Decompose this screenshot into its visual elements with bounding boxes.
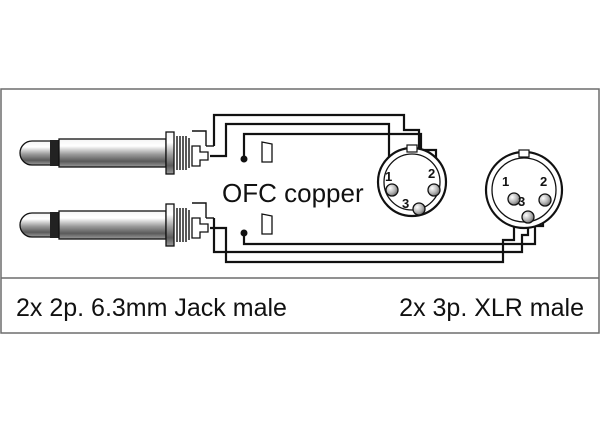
jack-tip-terminal [191, 145, 209, 167]
xlr-pin-2-label: 2 [540, 174, 547, 189]
wire-shield-1 [242, 132, 423, 159]
xlr-pin-3-label: 3 [518, 194, 525, 209]
jack-insulator-ring [50, 140, 59, 166]
xlr-pin-3-label: 3 [402, 196, 409, 211]
jack-thread [176, 208, 190, 242]
wire-jack1-sleeve-to-xlr1-pin3 [212, 113, 421, 192]
xlr-connector-2: 1 2 3 [484, 149, 564, 230]
jack-insulator-ring [50, 212, 59, 238]
xlr-pin-2 [427, 183, 441, 197]
wire-jack1-tip-to-xlr1-pin1 [210, 122, 391, 188]
jack-sleeve-lug [261, 213, 273, 235]
jack-plug-2 [19, 202, 273, 247]
jack-tip [19, 140, 53, 166]
xlr-latch-notch [406, 144, 418, 153]
xlr-pin-1 [385, 183, 399, 197]
jack-thread [176, 136, 190, 170]
xlr-pin-1 [507, 192, 521, 206]
jack-sleeve [58, 138, 167, 168]
cable-material-label: OFC copper [222, 178, 364, 208]
jack-collar [165, 203, 175, 247]
xlr-pin-2 [538, 193, 552, 207]
jack-sleeve-lug [261, 141, 273, 163]
xlr-pin-3 [521, 210, 535, 224]
left-caption: 2x 2p. 6.3mm Jack male [16, 294, 287, 322]
xlr-connector-1: 1 2 3 [376, 144, 448, 218]
xlr-pin-1-label: 1 [502, 174, 509, 189]
jack-collar [165, 131, 175, 175]
jack-tip-terminal [191, 217, 209, 239]
xlr-pin-1-label: 1 [385, 169, 392, 184]
xlr-pin-3 [412, 202, 426, 216]
xlr-latch-notch [518, 149, 530, 158]
right-caption: 2x 3p. XLR male [399, 294, 584, 322]
jack-sleeve-tab [192, 130, 207, 146]
wire-jack2-tip-to-xlr2-pin1 [210, 188, 516, 264]
jack-tip [19, 212, 53, 238]
jack-sleeve-tab [192, 202, 207, 218]
jack-sleeve [58, 210, 167, 240]
xlr-pin-2-label: 2 [428, 166, 435, 181]
jack-plug-1 [19, 130, 273, 175]
xlr-inner-ring [383, 153, 441, 211]
